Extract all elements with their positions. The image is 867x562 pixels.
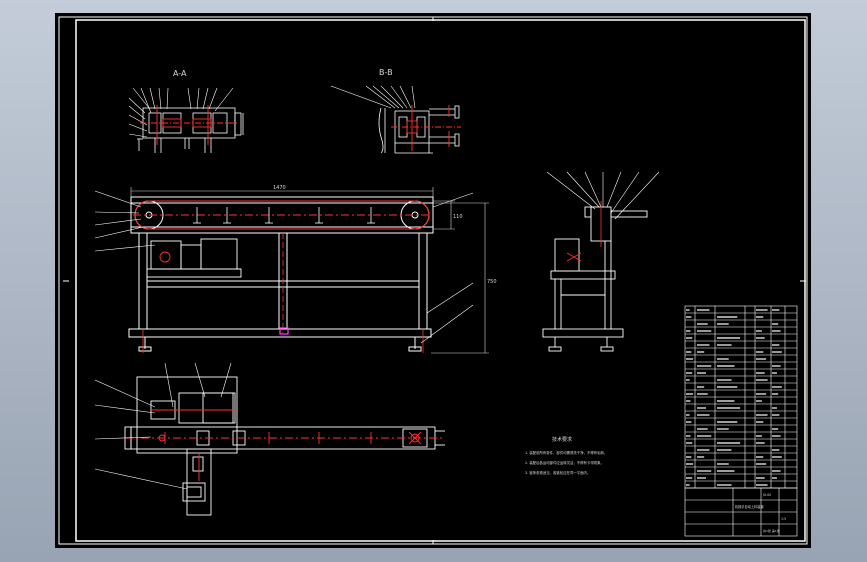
title-block-sheet: 共1张 第1张 [763,528,780,533]
tech-req-item-3: 3. 链条张紧适当，各链轮应在同一平面内。 [525,470,590,475]
chain-pins [193,207,375,224]
top-view[interactable] [94,362,445,516]
section-b-b-leaders [330,85,416,109]
section-view-a-a[interactable]: A-A [128,69,244,153]
top-view-body [124,376,445,516]
front-view[interactable]: 1470 110 750 [94,185,497,354]
front-view-leaders [94,190,474,344]
title-block-drawing-title: 机械手自动上料装置 [735,504,764,509]
parts-list-table[interactable] [684,305,798,489]
tech-req-title: 技术要求 [552,436,572,443]
tech-req-item-1: 1. 装配前所有零件、部件均需清洗干净，不得有毛刺。 [525,450,607,455]
technical-requirements: 技术要求 1. 装配前所有零件、部件均需清洗干净，不得有毛刺。 2. 装配后各运… [525,436,607,475]
drawing-sheet[interactable]: A-A [55,13,811,548]
side-view-leaders [546,171,660,220]
highlight-marker[interactable] [279,327,289,335]
dim-belt-height: 110 [453,214,463,220]
title-block-drawing-number: JX-00 [762,493,771,497]
section-b-b-centerlines [391,105,461,151]
conveyor-chain [133,200,431,230]
top-view-leaders [94,362,232,490]
side-view-centerlines [566,201,602,262]
title-block-scale: 1:5 [781,517,786,521]
parts-list-text-marks [686,309,782,486]
section-a-a-centerlines [140,105,237,145]
top-view-centerlines [125,409,445,481]
section-b-b-title: B-B [379,68,393,77]
section-a-a-leaders [128,87,234,138]
front-view-dimensions [130,187,489,354]
drive-motor [146,238,242,278]
dim-overall-height: 750 [487,279,497,285]
sheet-frame [58,16,808,545]
front-view-centerlines [142,233,424,353]
tech-req-item-2: 2. 装配后各运动部件应运转灵活，不得有卡滞现象。 [525,460,604,465]
dim-overall-length: 1470 [273,185,286,191]
side-view[interactable] [542,171,660,352]
section-a-a-body [137,107,244,153]
section-b-b-body [378,105,460,154]
title-block[interactable] [684,487,798,537]
section-a-a-title: A-A [173,69,187,78]
section-view-b-b[interactable]: B-B [330,68,461,154]
side-view-body [542,206,648,352]
parts-list-rows [685,312,797,482]
cad-drawing: A-A [58,16,808,545]
